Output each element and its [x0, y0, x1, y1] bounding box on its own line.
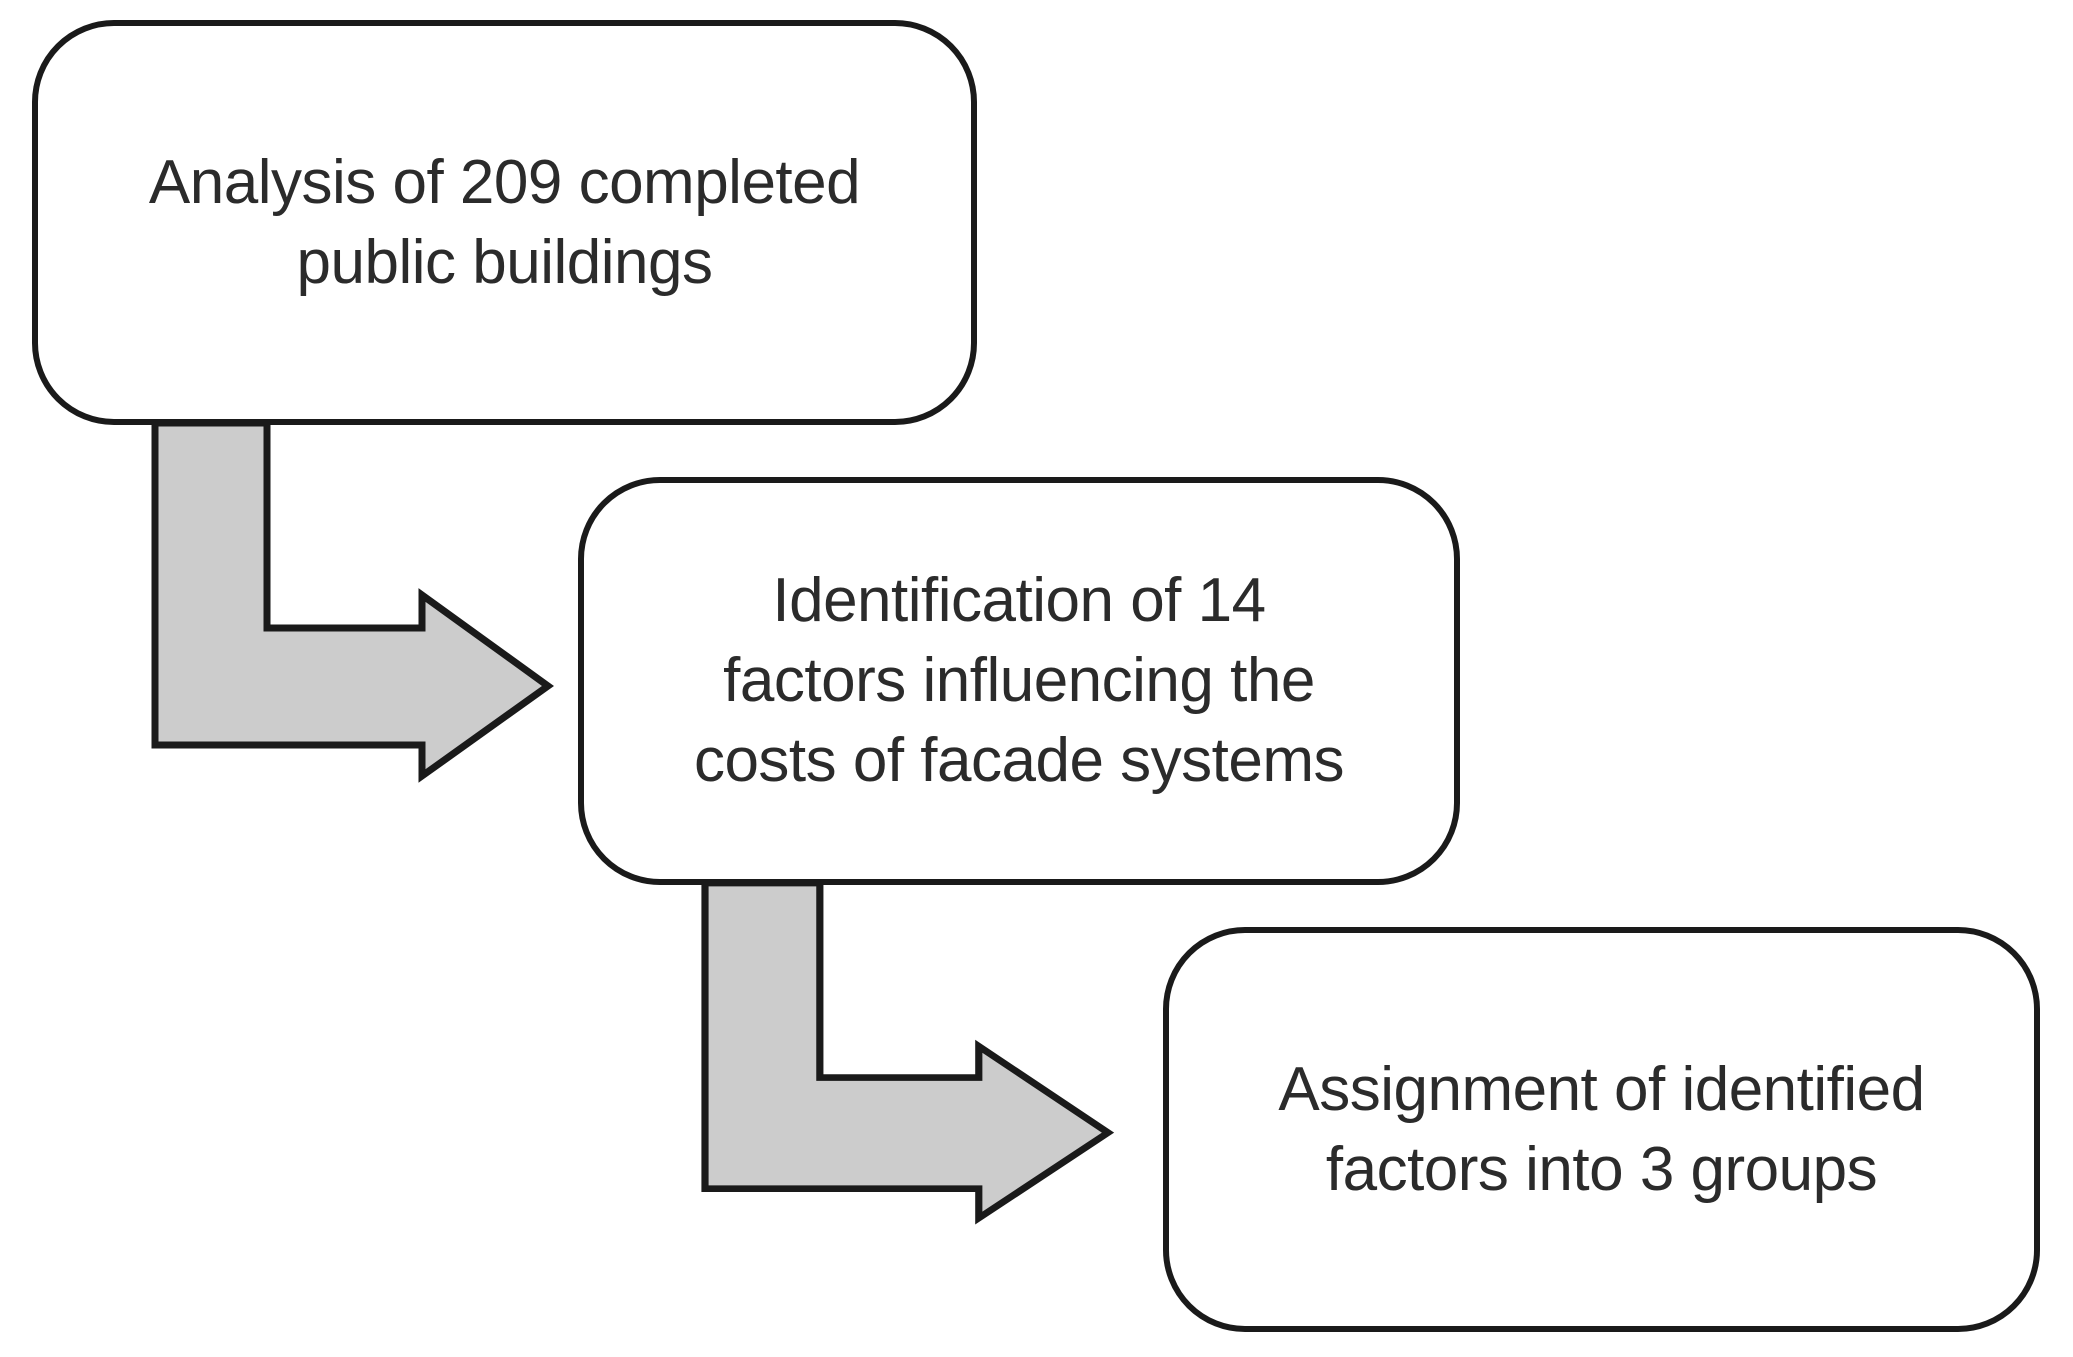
flowchart-box-identification: Identification of 14 factors influencing… [578, 477, 1460, 885]
box-assignment-label: Assignment of identified factors into 3 … [1278, 1054, 1925, 1204]
elbow-arrow-icon [701, 879, 1115, 1225]
flowchart-box-assignment: Assignment of identified factors into 3 … [1163, 927, 2040, 1332]
box-identification-label: Identification of 14 factors influencing… [693, 566, 1345, 795]
elbow-arrow-icon [151, 419, 554, 783]
box-analysis-label: Analysis of 209 completed public buildin… [148, 147, 861, 297]
elbow-arrow-2-to-3 [701, 879, 1115, 1225]
flowchart-box-analysis: Analysis of 209 completed public buildin… [32, 20, 977, 425]
elbow-arrow-1-to-2 [151, 419, 554, 783]
